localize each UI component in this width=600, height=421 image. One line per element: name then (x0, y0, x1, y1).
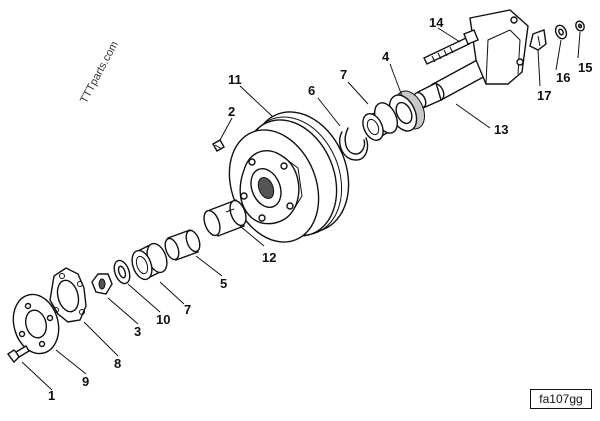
grease-fitting-2-part (212, 139, 225, 152)
snap-ring-6-part (338, 127, 369, 161)
callout-7-lower: 7 (184, 302, 191, 317)
hub-cap-9-part (12, 293, 60, 355)
callout-14: 14 (429, 15, 444, 30)
callout-7-upper: 7 (340, 67, 347, 82)
bearing-cone-7-upper-part (362, 102, 399, 141)
drum-hub-11-part (228, 111, 350, 243)
bolt-1-part (6, 345, 30, 364)
bracket-17-part (529, 29, 547, 51)
spindle-part (413, 9, 529, 109)
callout-9: 9 (82, 374, 89, 389)
callout-5: 5 (220, 276, 227, 291)
callout-3: 3 (134, 324, 141, 339)
gasket-8-part (49, 267, 87, 323)
callout-6: 6 (308, 83, 315, 98)
callout-12: 12 (262, 250, 276, 265)
bolt-14-part (423, 29, 479, 65)
washer-10-part (113, 259, 131, 285)
callout-10: 10 (156, 312, 170, 327)
spacer-sleeve-12-part (203, 199, 247, 237)
callout-17: 17 (537, 88, 551, 103)
callout-1: 1 (48, 388, 55, 403)
nut-3-part (91, 273, 113, 295)
washer-16-part (554, 24, 568, 40)
callout-11: 11 (228, 72, 242, 87)
callout-labels: 14 15 16 17 4 7 6 13 11 2 12 5 7 10 3 8 … (48, 15, 592, 403)
callout-15: 15 (578, 60, 592, 75)
bearing-7-lower-part (131, 242, 168, 281)
watermark-text: TTTparts.com (78, 39, 121, 105)
callout-2: 2 (228, 104, 235, 119)
figure-id-label: fa107gg (530, 389, 592, 409)
spacer-5-part (164, 229, 201, 261)
nut-15-part (575, 20, 585, 32)
leader-lines (21, 27, 581, 391)
callout-4: 4 (382, 49, 390, 64)
callout-16: 16 (556, 70, 570, 85)
callout-13: 13 (494, 122, 508, 137)
callout-8: 8 (114, 356, 121, 371)
